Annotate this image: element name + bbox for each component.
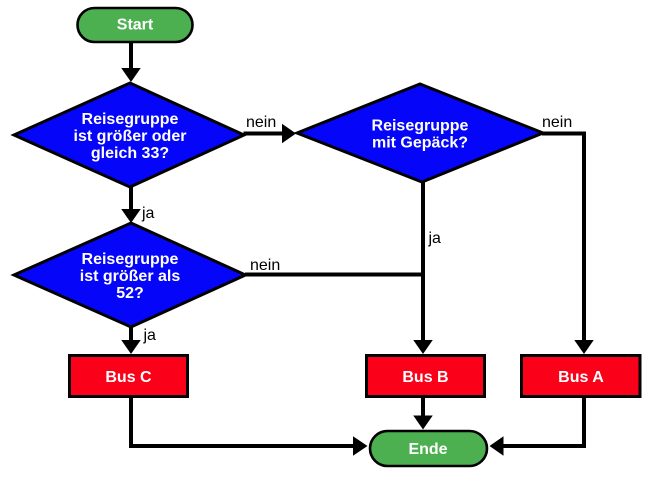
- svg-text:Start: Start: [117, 17, 154, 34]
- svg-text:52?: 52?: [116, 285, 144, 302]
- svg-text:ist größer als: ist größer als: [80, 268, 181, 285]
- svg-text:Bus B: Bus B: [402, 369, 448, 386]
- svg-text:ja: ja: [428, 230, 442, 247]
- svg-text:Reisegruppe: Reisegruppe: [82, 251, 179, 268]
- svg-text:Reisegruppe: Reisegruppe: [82, 111, 179, 128]
- svg-text:ja: ja: [143, 327, 157, 344]
- svg-text:Reisegruppe: Reisegruppe: [372, 118, 469, 135]
- svg-text:Ende: Ende: [408, 441, 447, 458]
- svg-text:gleich 33?: gleich 33?: [91, 145, 169, 162]
- svg-text:ja: ja: [141, 205, 155, 222]
- svg-text:nein: nein: [246, 114, 276, 131]
- svg-text:nein: nein: [542, 114, 572, 131]
- svg-text:Bus A: Bus A: [558, 369, 604, 386]
- svg-text:ist größer oder: ist größer oder: [74, 128, 187, 145]
- svg-text:mit Gepäck?: mit Gepäck?: [372, 135, 468, 152]
- svg-text:Bus C: Bus C: [105, 369, 152, 386]
- svg-text:nein: nein: [250, 257, 280, 274]
